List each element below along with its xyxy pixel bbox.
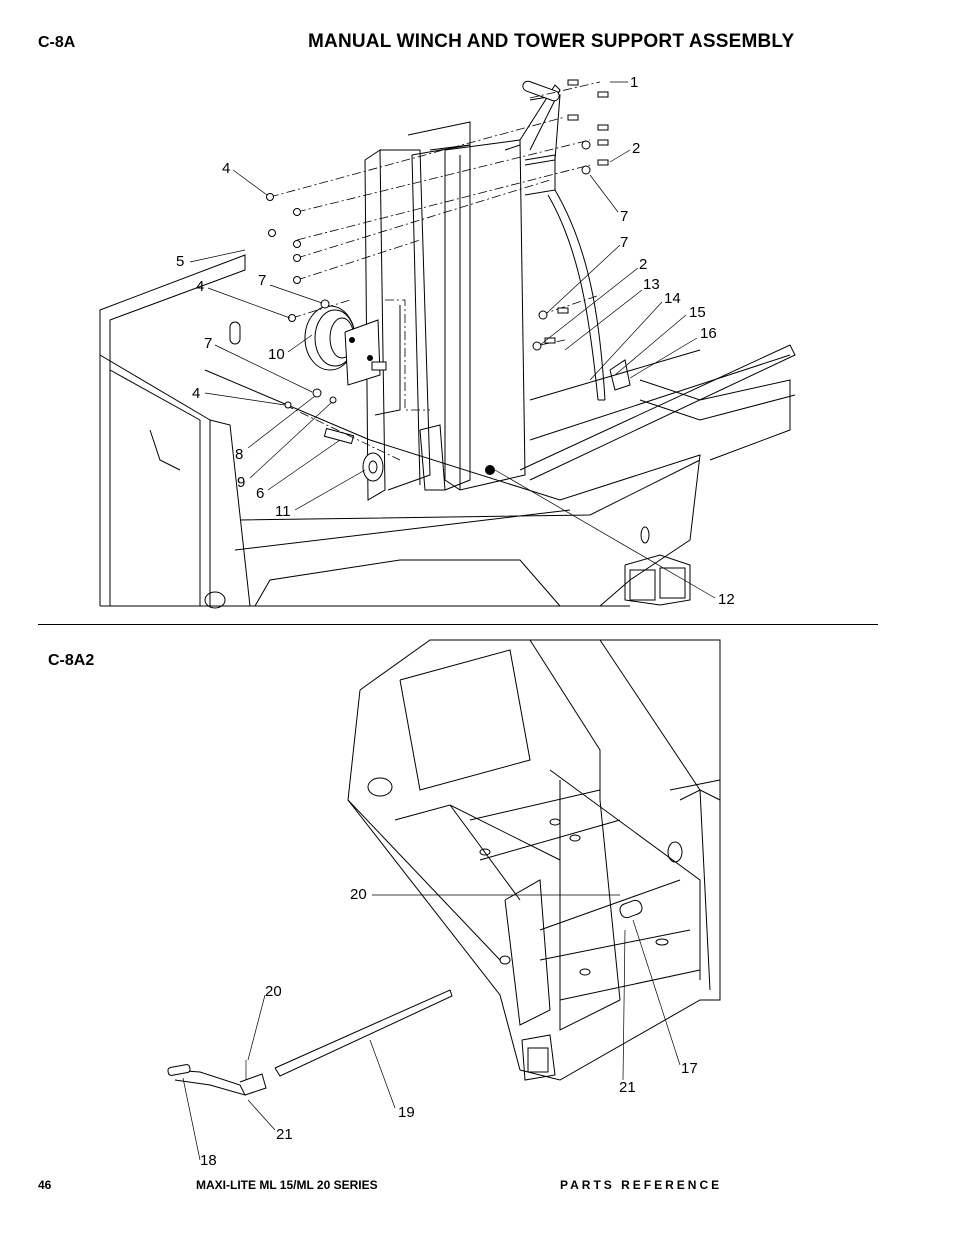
- callout-7: 7: [258, 272, 267, 289]
- callout-6: 6: [256, 485, 265, 502]
- crank-shaft-drawing: [167, 989, 453, 1096]
- callout-7: 7: [204, 335, 213, 352]
- callout-5: 5: [176, 253, 185, 270]
- callout-21: 21: [276, 1126, 293, 1143]
- series-name: MAXI-LITE ML 15/ML 20 SERIES: [196, 1178, 378, 1192]
- callout-17: 17: [681, 1060, 698, 1077]
- callout-14: 14: [664, 290, 681, 307]
- callout-20: 20: [350, 886, 367, 903]
- callout-13: 13: [643, 276, 660, 293]
- callout-10: 10: [268, 346, 285, 363]
- callout-9: 9: [237, 474, 246, 491]
- callout-15: 15: [689, 304, 706, 321]
- winch-drawing: [304, 305, 387, 482]
- callout-16: 16: [700, 325, 717, 342]
- callout-1: 1: [630, 74, 639, 91]
- callout-2: 2: [632, 140, 641, 157]
- callout-19: 19: [398, 1104, 415, 1121]
- callout-21: 21: [619, 1079, 636, 1096]
- footer-reference: PARTS REFERENCE: [560, 1178, 723, 1192]
- leader-lines-a: [189, 81, 716, 599]
- assembly-lines: [269, 81, 601, 461]
- callout-4: 4: [222, 160, 231, 177]
- callout-4: 4: [192, 385, 201, 402]
- tower-drawing: [364, 80, 631, 501]
- callout-2: 2: [639, 256, 648, 273]
- leader-lines-b: [182, 894, 681, 1161]
- fasteners: [266, 79, 609, 409]
- section-a-label: C-8A: [38, 34, 76, 51]
- frame-underside-drawing: [347, 639, 721, 1081]
- callout-8: 8: [235, 446, 244, 463]
- callout-7: 7: [620, 208, 629, 225]
- section-divider: [38, 624, 878, 625]
- page-number: 46: [38, 1178, 52, 1192]
- callout-20: 20: [265, 983, 282, 1000]
- callout-11: 11: [275, 503, 291, 520]
- callout-4: 4: [196, 278, 205, 295]
- callout-12: 12: [718, 591, 735, 608]
- section-b-label: C-8A2: [48, 652, 95, 669]
- page-title: MANUAL WINCH AND TOWER SUPPORT ASSEMBLY: [308, 31, 795, 52]
- callout-7: 7: [620, 234, 629, 251]
- callout-18: 18: [200, 1152, 217, 1169]
